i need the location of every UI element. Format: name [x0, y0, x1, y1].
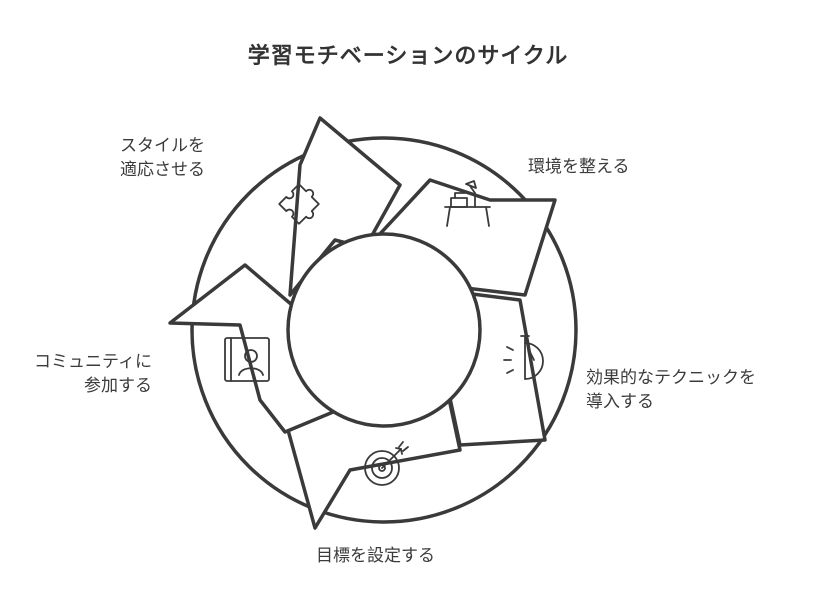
- puzzle-piece-icon: [278, 183, 320, 225]
- label-community: コミュニティに 参加する: [34, 352, 152, 396]
- label-environment: 環境を整える: [528, 157, 630, 177]
- timer-icon: [503, 335, 544, 380]
- arrow-adapt-to-environment: [288, 116, 402, 297]
- target-icon: [364, 441, 409, 486]
- label-goals: 目標を設定する: [316, 546, 435, 566]
- label-adapt: スタイルを 適応させる: [120, 136, 205, 180]
- profile-book-icon: [224, 337, 270, 382]
- desk-lamp-icon: [444, 180, 491, 227]
- label-techniques: 効果的なテクニックを 導入する: [586, 368, 756, 412]
- page-title: 学習モチベーションのサイクル: [247, 44, 569, 69]
- inner-circle: [286, 232, 482, 428]
